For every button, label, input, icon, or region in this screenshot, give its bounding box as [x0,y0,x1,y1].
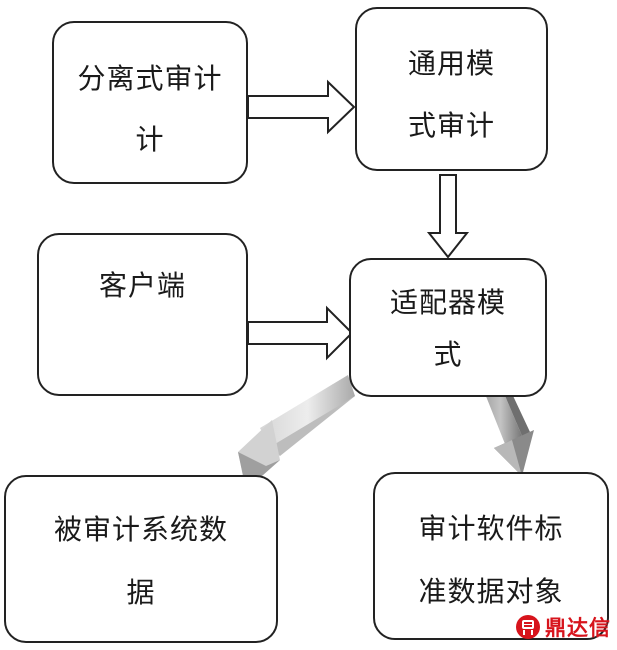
node-fenli-line-2: 计 [135,123,165,156]
node-fenli-shenji: 分离式审计 计 [52,21,248,184]
watermark-text: 鼎达信 [545,616,611,640]
arrow-tongyong-to-shipeiqi [426,174,470,259]
arrow-fenli-to-tongyong [247,79,356,135]
node-tongyong-line-1: 通用模 [407,47,495,80]
arrow-kehuduan-to-shipeiqi [247,305,354,361]
arrow-shipeiqi-to-beishenji [238,375,355,490]
node-shipeiqi-line-2: 式 [433,338,463,371]
node-kehuduan: 客户端 [37,233,248,396]
watermark-logo-icon [516,615,540,639]
node-beishenji-xitong-shuju: 被审计系统数 据 [4,475,278,643]
node-biaozhun-line-1: 审计软件标 [418,512,564,545]
node-beishenji-line-1: 被审计系统数 [53,513,228,546]
node-shipeiqi-moshi: 适配器模 式 [349,258,547,397]
node-shipeiqi-line-1: 适配器模 [389,286,506,319]
node-biaozhun-shuju-duixiang: 审计软件标 准数据对象 [373,472,609,640]
watermark: 鼎达信 [515,612,611,642]
node-biaozhun-line-2: 准数据对象 [418,575,564,608]
node-tongyong-line-2: 式审计 [407,109,495,142]
node-tongyong-moshi-shenji: 通用模 式审计 [355,7,548,171]
node-fenli-line-1: 分离式审计 [77,62,223,95]
node-kehuduan-line-1: 客户端 [98,269,186,302]
node-beishenji-line-2: 据 [126,576,156,609]
